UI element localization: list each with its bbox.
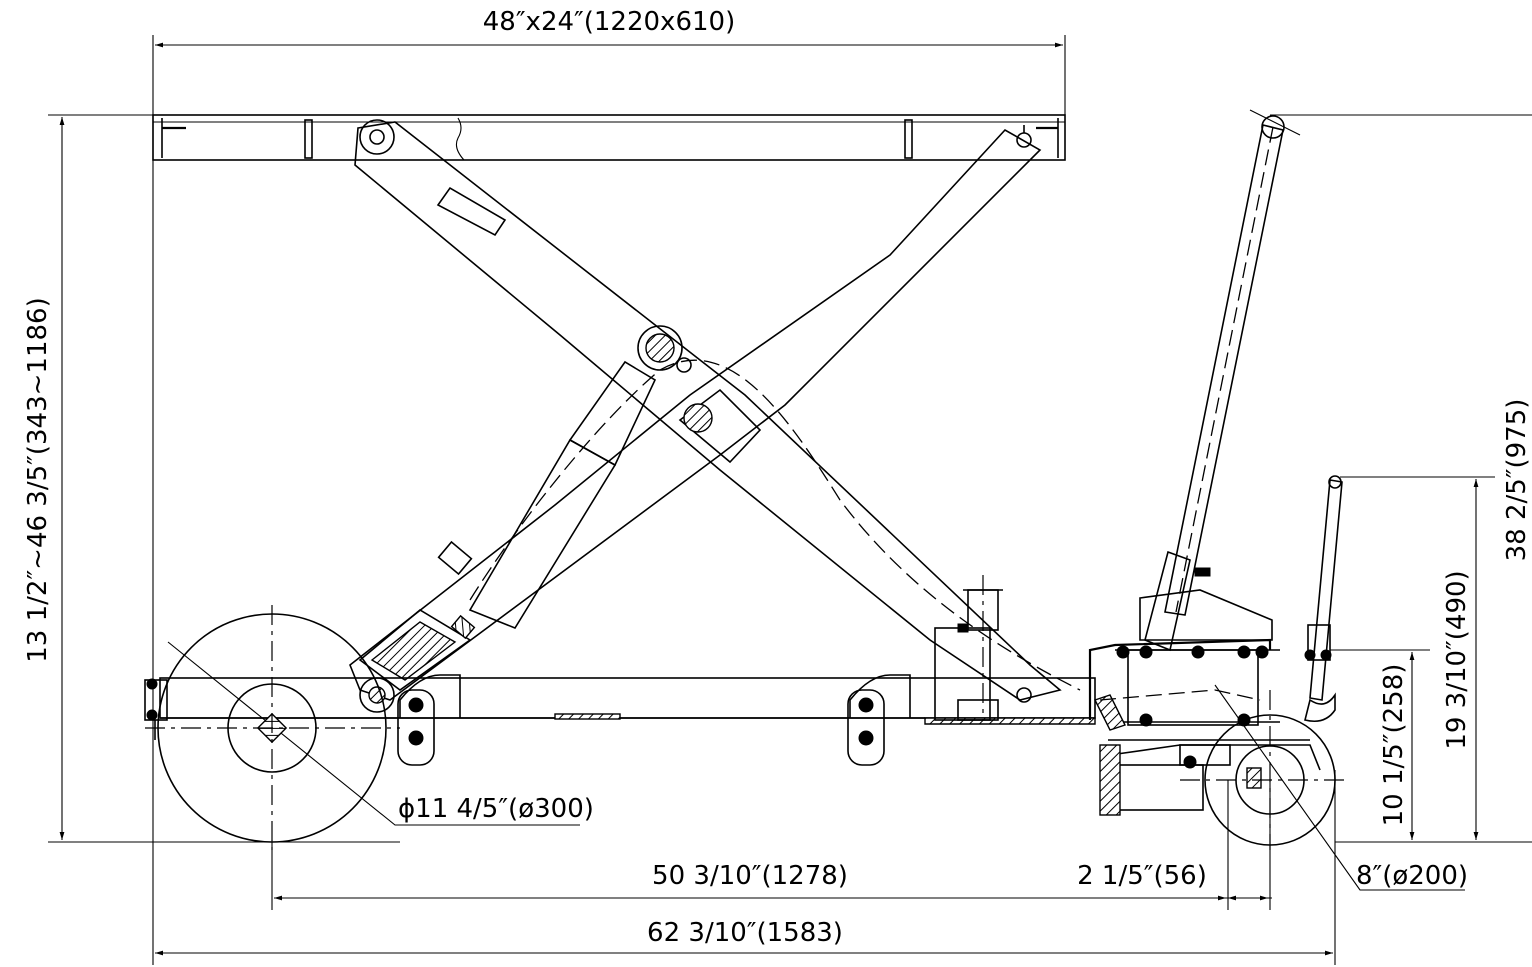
rear-wheel [1180, 690, 1350, 850]
dimension-lines [48, 35, 1532, 965]
push-bar [1304, 475, 1343, 723]
front-wheel [145, 605, 400, 850]
tow-handle [1139, 109, 1301, 652]
hydraulic-cylinder [358, 359, 1081, 691]
base-foot-left [397, 689, 435, 766]
rear-wheel-diameter-label: 8″(ø200) [1356, 861, 1468, 891]
deck-height-label: 10 1/5″(258) [1379, 664, 1409, 827]
pump-reservoir [934, 575, 1003, 721]
front-wheel-diameter-label: ϕ11 4/5″(ø300) [398, 794, 594, 824]
base-frame [144, 674, 1096, 766]
push-bar-height-label: 19 3/10″(490) [1442, 570, 1472, 749]
rear-offset-label: 2 1/5″(56) [1077, 861, 1207, 891]
platform [152, 114, 1066, 161]
scissor-arms [349, 119, 1062, 713]
platform-size-label: 48″x24″(1220x610) [483, 7, 735, 37]
lift-height-label: 13 1/2″~46 3/5″(343~1186) [23, 297, 53, 662]
dimension-labels: 48″x24″(1220x610) 13 1/2″~46 3/5″(343~11… [23, 7, 1532, 948]
wheelbase-label: 50 3/10″(1278) [652, 861, 848, 891]
overall-length-label: 62 3/10″(1583) [647, 918, 843, 948]
handle-height-label: 38 2/5″(975) [1502, 399, 1532, 562]
rear-chassis [1088, 638, 1321, 816]
base-foot-right [847, 689, 885, 766]
